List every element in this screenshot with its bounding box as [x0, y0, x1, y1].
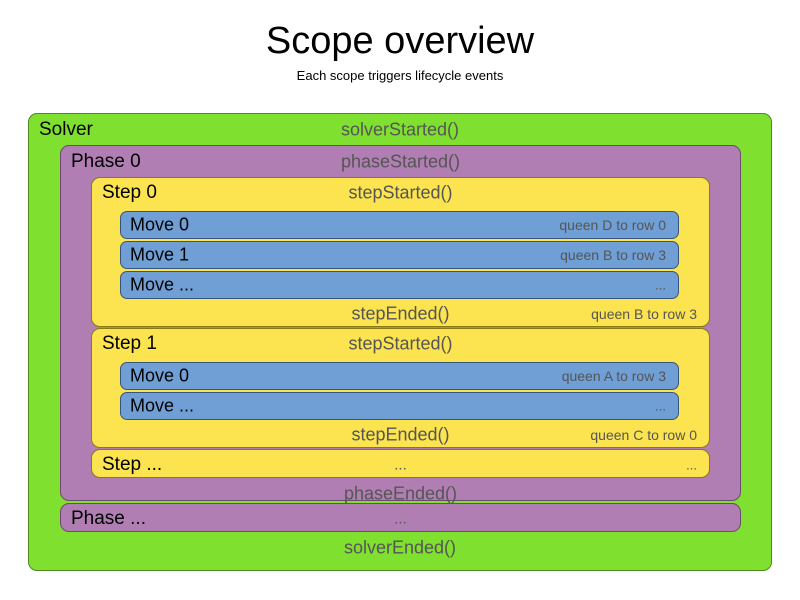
phase-ellipsis-label: Phase ... — [71, 508, 146, 529]
move-label: Move ... — [130, 395, 195, 416]
phase-ellipsis-header-row: Phase ... ... — [61, 504, 740, 534]
step-0-footer-row: stepEnded() queen B to row 3 — [92, 299, 709, 329]
move-note: queen B to row 3 — [560, 247, 666, 263]
move-label: Move 0 — [130, 214, 190, 235]
step-0-move-list: Move 0 queen D to row 0 Move 1 queen B t… — [92, 208, 709, 299]
solver-ended-event: solverEnded() — [343, 537, 457, 557]
move-row[interactable]: Move 1 queen B to row 3 — [120, 241, 679, 269]
phase-0-label: Phase 0 — [71, 150, 141, 172]
phase-ellipsis-scope[interactable]: Phase ... ... — [60, 503, 741, 532]
step-1-label: Step 1 — [102, 333, 157, 354]
phase-0-started-event: phaseStarted() — [340, 151, 461, 171]
step-0-ended-note: queen B to row 3 — [591, 306, 697, 322]
step-0-started-event: stepStarted() — [348, 182, 453, 203]
move-row[interactable]: Move ... ... — [120, 271, 679, 299]
solver-label: Solver — [39, 118, 93, 140]
move-label: Move 0 — [130, 365, 190, 386]
step-ellipsis-note: ... — [686, 457, 697, 473]
phase-0-scope[interactable]: Phase 0 phaseStarted() Step 0 stepStarte… — [60, 145, 741, 503]
move-note: ... — [655, 277, 666, 293]
step-1-header-row: Step 1 stepStarted() — [92, 329, 709, 359]
step-0-scope[interactable]: Step 0 stepStarted() Move 0 queen D to r… — [91, 177, 710, 327]
step-1-footer-row: stepEnded() queen C to row 0 — [92, 420, 709, 450]
phase-0-header-row: Phase 0 phaseStarted() — [61, 146, 740, 177]
page-subtitle: Each scope triggers lifecycle events — [296, 67, 504, 83]
move-note: queen A to row 3 — [561, 368, 666, 384]
step-1-ended-note: queen C to row 0 — [590, 427, 697, 443]
phase-ellipsis-event: ... — [394, 510, 407, 528]
move-label: Move 1 — [130, 244, 190, 265]
solver-started-event: solverStarted() — [340, 119, 460, 139]
step-1-scope[interactable]: Step 1 stepStarted() Move 0 queen A to r… — [91, 328, 710, 448]
solver-scope[interactable]: Solver solverStarted() Phase 0 phaseStar… — [28, 113, 772, 571]
step-0-header-row: Step 0 stepStarted() — [92, 178, 709, 208]
move-row[interactable]: Move 0 queen A to row 3 — [120, 362, 679, 390]
move-label: Move ... — [130, 274, 195, 295]
solver-header-row: Solver solverStarted() — [29, 114, 771, 145]
step-1-started-event: stepStarted() — [348, 333, 453, 354]
page-title: Scope overview — [265, 20, 535, 62]
solver-footer-row: solverEnded() — [29, 532, 771, 563]
move-row[interactable]: Move ... ... — [120, 392, 679, 420]
move-row[interactable]: Move 0 queen D to row 0 — [120, 211, 679, 239]
page-header: Scope overview Each scope triggers lifec… — [0, 0, 800, 83]
step-ellipsis-event: ... — [394, 456, 407, 474]
move-note: ... — [655, 398, 666, 414]
step-ellipsis-label: Step ... — [102, 454, 163, 475]
phase-0-ended-event: phaseEnded() — [343, 483, 458, 503]
step-1-move-list: Move 0 queen A to row 3 Move ... ... — [92, 359, 709, 420]
step-0-label: Step 0 — [102, 182, 157, 203]
move-note: queen D to row 0 — [559, 217, 666, 233]
scope-overview-diagram: Solver solverStarted() Phase 0 phaseStar… — [28, 113, 772, 571]
step-ellipsis-scope[interactable]: Step ... ... ... — [91, 449, 710, 478]
step-ellipsis-header-row: Step ... ... ... — [92, 450, 709, 480]
